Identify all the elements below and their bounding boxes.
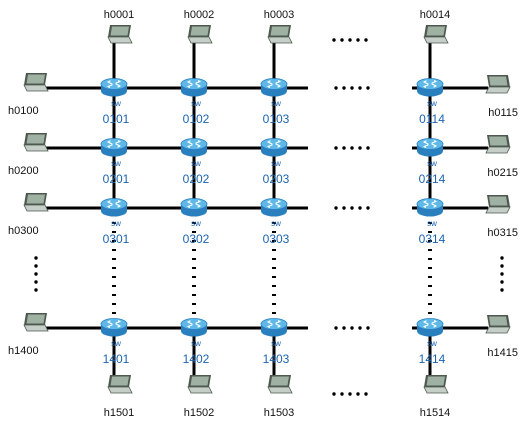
router-icon[interactable] <box>100 197 128 218</box>
bottom-ellipsis <box>332 392 368 396</box>
switch-type-label: sw <box>271 339 281 348</box>
switch-id-label: 0114 <box>419 112 445 126</box>
switch-type-label: sw <box>111 219 121 228</box>
router-icon[interactable] <box>416 317 444 338</box>
host-laptop-icon[interactable] <box>423 374 449 394</box>
host-laptop-icon[interactable] <box>187 24 213 44</box>
router-icon[interactable] <box>416 197 444 218</box>
right-ellipsis <box>500 256 504 292</box>
router-icon[interactable] <box>180 197 208 218</box>
host-laptop-icon[interactable] <box>267 374 293 394</box>
switch-id-label: 1402 <box>183 352 210 366</box>
host-laptop-icon[interactable] <box>267 24 293 44</box>
switch-type-label: sw <box>191 339 201 348</box>
host-label-top: h0003 <box>264 9 295 21</box>
switch-type-label: sw <box>191 99 201 108</box>
router-icon[interactable] <box>180 317 208 338</box>
router-icon[interactable] <box>180 137 208 158</box>
router-icon[interactable] <box>260 137 288 158</box>
router-icon[interactable] <box>260 317 288 338</box>
switch-id-label: 1401 <box>103 352 130 366</box>
host-laptop-icon[interactable] <box>107 24 133 44</box>
host-laptop-icon[interactable] <box>485 314 511 334</box>
switch-id-label: 0203 <box>263 172 290 186</box>
switch-id-label: 0201 <box>103 172 130 186</box>
host-laptop-icon[interactable] <box>23 192 49 212</box>
router-icon[interactable] <box>260 77 288 98</box>
switch-id-label: 1403 <box>263 352 290 366</box>
host-label-bottom: h1501 <box>104 407 135 419</box>
router-icon[interactable] <box>260 197 288 218</box>
switch-type-label: sw <box>191 219 201 228</box>
switch-type-label: sw <box>271 219 281 228</box>
top-ellipsis <box>332 38 368 42</box>
switch-id-label: 0301 <box>103 232 130 246</box>
switch-id-label: 0103 <box>263 112 290 126</box>
host-label-top: h0002 <box>184 9 215 21</box>
router-icon[interactable] <box>416 137 444 158</box>
switch-type-label: sw <box>427 159 437 168</box>
switch-id-label: 0101 <box>103 112 130 126</box>
host-label-left: h0300 <box>8 225 39 237</box>
host-laptop-icon[interactable] <box>23 312 49 332</box>
host-label-left: h1400 <box>8 345 39 357</box>
switch-type-label: sw <box>111 339 121 348</box>
host-label-left: h0200 <box>8 165 39 177</box>
host-laptop-icon[interactable] <box>23 132 49 152</box>
switch-id-label: 0214 <box>419 172 446 186</box>
switch-type-label: sw <box>427 99 437 108</box>
switch-id-label: 0314 <box>419 232 446 246</box>
row-ellipsis-0 <box>334 86 370 90</box>
switch-type-label: sw <box>111 159 121 168</box>
host-label-right: h1415 <box>487 347 518 359</box>
host-label-bottom: h1503 <box>264 407 295 419</box>
labels-layer: sw 0101 sw 0102 sw 0103 sw 0114 sw 0201 sw 0202 sw 02… <box>8 9 518 419</box>
switch-type-label: sw <box>271 99 281 108</box>
switch-type-label: sw <box>191 159 201 168</box>
left-ellipsis <box>34 256 38 292</box>
host-label-right: h0315 <box>487 227 518 239</box>
router-icon[interactable] <box>416 77 444 98</box>
row-ellipsis-3 <box>334 326 370 330</box>
host-label-top: h0001 <box>104 9 135 21</box>
host-label-bottom: h1502 <box>184 407 215 419</box>
switch-id-label: 0202 <box>183 172 210 186</box>
host-label-right: h0115 <box>488 107 518 119</box>
router-icon[interactable] <box>100 77 128 98</box>
router-icon[interactable] <box>100 137 128 158</box>
host-label-top: h0014 <box>420 9 451 21</box>
host-laptop-icon[interactable] <box>107 374 133 394</box>
switch-id-label: 0102 <box>183 112 210 126</box>
switch-id-label: 0302 <box>183 232 210 246</box>
host-laptop-icon[interactable] <box>485 74 511 94</box>
host-laptop-icon[interactable] <box>485 194 511 214</box>
host-laptop-icon[interactable] <box>485 134 511 154</box>
switch-type-label: sw <box>111 99 121 108</box>
host-laptop-icon[interactable] <box>423 24 449 44</box>
router-icon[interactable] <box>180 77 208 98</box>
host-label-bottom: h1514 <box>420 407 451 419</box>
host-laptop-icon[interactable] <box>187 374 213 394</box>
switch-type-label: sw <box>427 339 437 348</box>
row-ellipsis-2 <box>334 206 370 210</box>
switch-type-label: sw <box>427 219 437 228</box>
switch-type-label: sw <box>271 159 281 168</box>
row-ellipsis-1 <box>334 146 370 150</box>
router-icon[interactable] <box>100 317 128 338</box>
host-label-left: h0100 <box>8 105 39 117</box>
switch-id-label: 1414 <box>419 352 446 366</box>
switch-id-label: 0303 <box>263 232 290 246</box>
host-laptop-icon[interactable] <box>23 72 49 92</box>
host-label-right: h0215 <box>487 167 518 179</box>
